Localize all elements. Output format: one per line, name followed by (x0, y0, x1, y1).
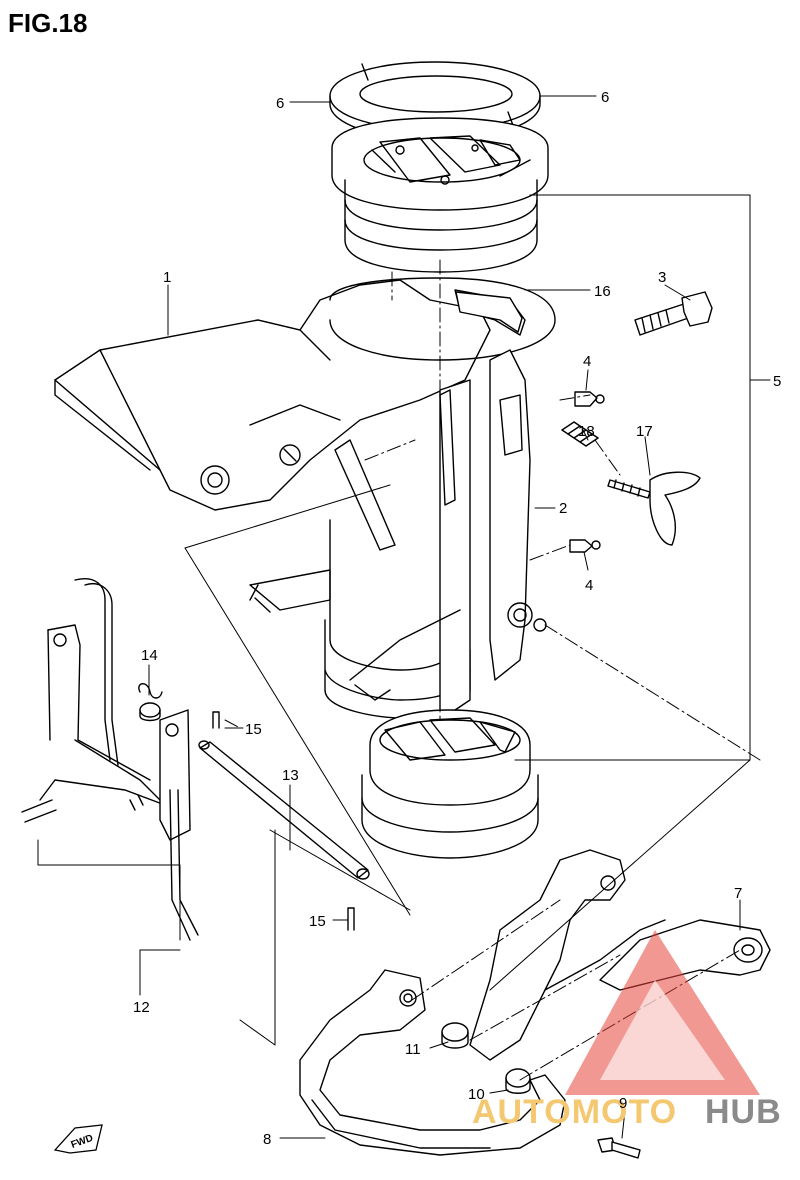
lower-mount-rubber (361, 709, 539, 859)
leader-lines (37, 95, 771, 1139)
callout-12: 12 (133, 999, 150, 1016)
bolt-part-9 (597, 1137, 641, 1159)
watermark: AUTOMOTO HUB (472, 930, 782, 1131)
swivel-case-part-2 (249, 349, 547, 721)
tilt-pin-part-13 (198, 740, 370, 880)
fwd-arrow-icon: FWD (53, 1124, 103, 1154)
callout-6-left: 6 (276, 95, 284, 112)
bushing-part-10 (505, 1068, 531, 1094)
bushing-part-11 (441, 1022, 469, 1049)
callout-15-lower: 15 (309, 913, 326, 930)
callout-6-right: 6 (601, 89, 609, 106)
figure-title: FIG.18 (8, 8, 87, 38)
explode-boundary (184, 484, 751, 991)
callout-3: 3 (658, 269, 666, 286)
callout-9: 9 (619, 1095, 627, 1112)
watermark-text-secondary: HUB (705, 1093, 782, 1131)
snap-clip-part-14 (138, 683, 163, 722)
callout-5: 5 (773, 373, 781, 390)
callout-16: 16 (594, 283, 611, 300)
callout-1: 1 (163, 269, 171, 286)
callout-14: 14 (141, 647, 158, 664)
wing-bolt-part-17 (607, 471, 701, 546)
callout-2: 2 (559, 500, 567, 517)
tilt-rod-assembly-part-12 (21, 578, 199, 941)
callout-17: 17 (636, 423, 653, 440)
callout-13: 13 (282, 767, 299, 784)
stern-bracket-part-8 (299, 849, 666, 1156)
watermark-text-primary: AUTOMOTO (472, 1093, 677, 1131)
callout-18: 18 (578, 423, 595, 440)
clip-part-16 (455, 291, 523, 333)
callout-4-upper: 4 (583, 353, 591, 370)
callout-10: 10 (468, 1086, 485, 1103)
callout-11: 11 (405, 1041, 421, 1058)
upper-mount-rubber (331, 117, 549, 273)
grease-nipple-upper-part-4 (574, 391, 605, 407)
callout-4-lower: 4 (585, 577, 593, 594)
cotter-pin-lower-part-15 (347, 907, 355, 931)
callout-7: 7 (734, 885, 742, 902)
cotter-pin-upper-part-15 (212, 711, 220, 729)
grease-nipple-lower-part-4 (569, 539, 601, 553)
callout-15-upper: 15 (245, 721, 262, 738)
callout-8: 8 (263, 1131, 271, 1148)
spring-part-18 (561, 421, 599, 447)
bolt-part-3 (634, 291, 713, 336)
